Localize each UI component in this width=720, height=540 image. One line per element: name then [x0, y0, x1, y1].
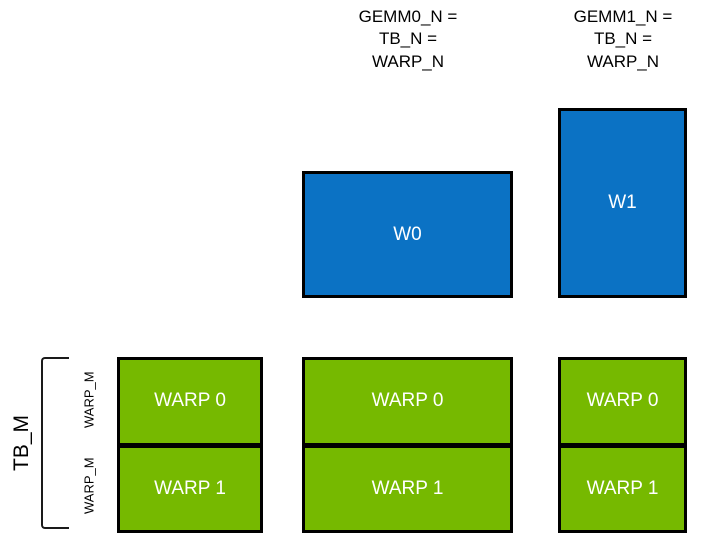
axis-label-tb-m: TB_M	[10, 415, 33, 472]
green-cell-warp0: WARP 0	[558, 357, 687, 446]
axis-label-warp-m-top: WARP_M	[81, 371, 97, 429]
tb-m-bracket	[41, 357, 69, 529]
green-cell-warp0: WARP 0	[117, 357, 263, 446]
green-column-2: WARP 0 WARP 1	[558, 357, 687, 533]
axis-label-warp-m-bottom: WARP_M	[81, 457, 97, 515]
green-column-0: WARP 0 WARP 1	[117, 357, 263, 533]
green-cell-warp1: WARP 1	[117, 444, 263, 533]
green-cell-warp1: WARP 1	[302, 444, 513, 533]
green-column-1: WARP 0 WARP 1	[302, 357, 513, 533]
blue-tile-w1: W1	[558, 108, 687, 298]
caption-gemm0: GEMM0_N = TB_N = WARP_N	[358, 7, 458, 71]
green-cell-warp0: WARP 0	[302, 357, 513, 446]
green-cell-warp1: WARP 1	[558, 444, 687, 533]
caption-gemm1: GEMM1_N = TB_N = WARP_N	[573, 7, 673, 71]
blue-tile-w0: W0	[302, 171, 513, 298]
